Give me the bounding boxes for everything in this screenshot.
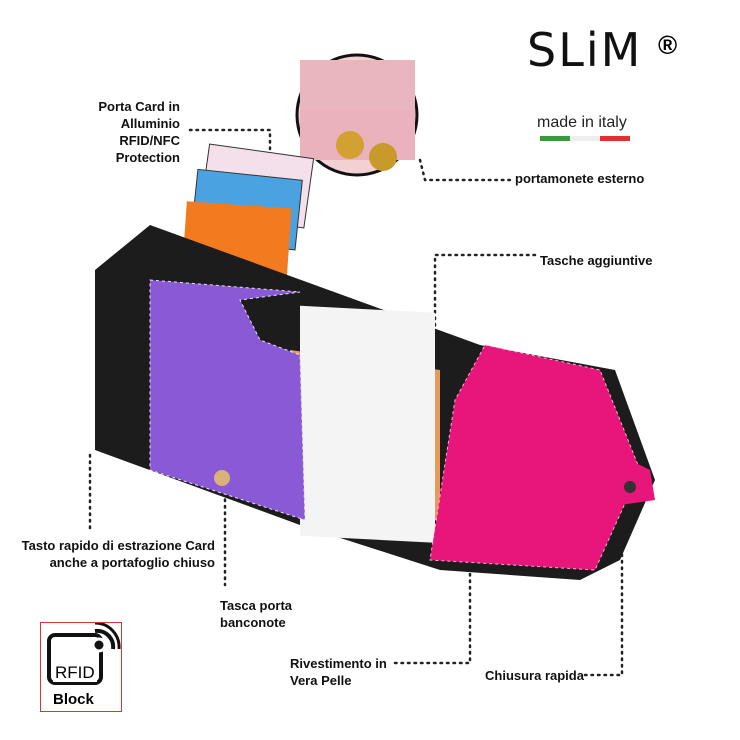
closure-strap xyxy=(585,440,655,505)
block-text: Block xyxy=(53,691,94,708)
label-closure: Chiusura rapida xyxy=(485,668,584,683)
label-coin-purse: portamonete esterno xyxy=(515,171,645,186)
pink-panel xyxy=(429,344,641,571)
rfid-text: RFID xyxy=(53,663,97,682)
purple-panel xyxy=(149,279,306,521)
brand-logo: SLiM xyxy=(527,23,643,77)
registered-mark: ® xyxy=(658,30,678,60)
italy-flag xyxy=(540,136,630,141)
coin-purse-detail xyxy=(295,53,419,177)
made-in-italy: made in italy xyxy=(537,114,627,131)
label-extra-pockets: Tasche aggiuntive xyxy=(540,253,653,268)
rfid-signal-icon xyxy=(47,623,121,685)
snap-button-icon xyxy=(624,481,636,493)
rfid-block-badge: RFID Block xyxy=(40,622,122,712)
